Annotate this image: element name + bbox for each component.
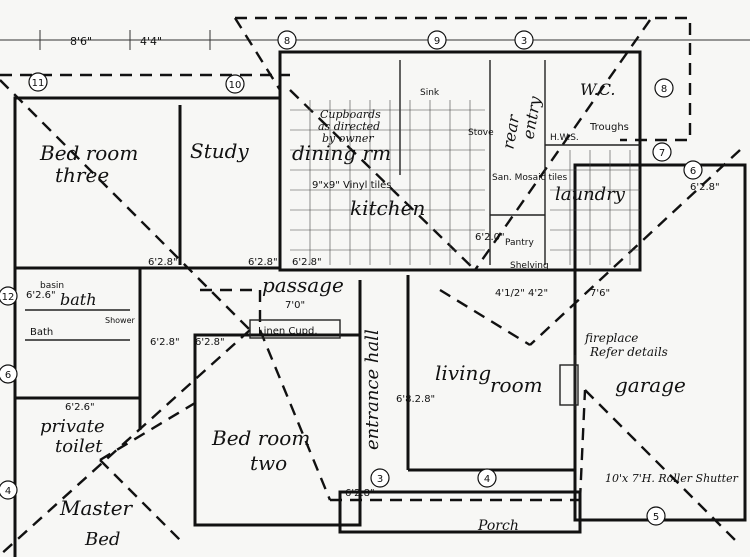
dim-porch: 6'2.8"	[345, 488, 375, 499]
dim-7-6: 7'6"	[590, 288, 610, 299]
marker-5: 5	[653, 512, 659, 523]
marker-11: 11	[32, 78, 45, 89]
label-master-bed: Bed	[84, 529, 120, 550]
label-bedroom-three-1: Bed room	[39, 141, 138, 165]
kitchen-tile-grid	[290, 100, 640, 265]
dim-garage: 6'2.8"	[690, 182, 720, 193]
label-bedroom-two-1: Bed room	[211, 426, 310, 450]
label-laundry: laundry	[555, 184, 626, 205]
dim-passage: 7'0"	[285, 300, 305, 311]
annotations: Cupboards as directed by owner 9"x9" Vin…	[105, 88, 739, 485]
marker-6a: 6	[690, 166, 696, 177]
marker-4b: 4	[484, 474, 490, 485]
marker-7: 7	[659, 148, 665, 159]
label-study: Study	[190, 139, 249, 163]
dim-6-2-6: 6'2.6"	[26, 290, 56, 301]
note-shower-1: Shower	[105, 316, 136, 325]
walls	[13, 50, 747, 557]
label-basin: basin	[40, 281, 64, 291]
note-sink: Sink	[420, 88, 440, 98]
marker-9: 9	[434, 36, 440, 47]
note-stove: Stove	[468, 128, 494, 138]
label-bath: bath	[60, 290, 97, 309]
marker-3b: 3	[377, 474, 383, 485]
dim-6-2-8-d: 6'2.8"	[150, 337, 180, 348]
label-passage: passage	[262, 273, 344, 297]
roof-outline	[0, 16, 741, 556]
note-linen: Linen Cupd.	[258, 326, 318, 337]
label-bath-small: Bath	[30, 327, 53, 338]
note-fireplace-2: Refer details	[589, 345, 668, 359]
label-bedroom-two-2: two	[250, 451, 287, 475]
dim-6-2-0: 6'2.0"	[475, 232, 505, 243]
note-mosaic: San. Mosaic tiles	[492, 173, 568, 183]
label-dining: dining rm	[292, 141, 391, 165]
grid-markers: 11 10 8 9 3 8 7 6 12 6 4 3 4 5	[0, 30, 703, 526]
dim-4-1-2: 4'1/2" 4'2"	[495, 288, 548, 299]
note-cupboards-2: as directed	[318, 120, 380, 133]
dim-6-2-8-c: 6'2.8"	[292, 257, 322, 268]
label-wc: W.C.	[580, 80, 616, 99]
note-troughs: Troughs	[589, 122, 629, 133]
note-roller-shutter: 10'x 7'H. Roller Shutter	[605, 472, 739, 485]
label-porch: Porch	[477, 518, 519, 534]
note-shelving: Shelving	[510, 261, 549, 271]
label-master: Master	[59, 496, 134, 520]
marker-8a: 8	[284, 36, 290, 47]
dimension-labels: 6'2.8" 6'2.8" 6'2.8" 6'2.6" 6'2.8" 6'2.8…	[26, 182, 720, 499]
note-cupboards-3: by owner	[322, 132, 374, 145]
note-cupboards-1: Cupboards	[320, 108, 381, 121]
dim-6-2-8-e: 6'2.8"	[195, 337, 225, 348]
label-kitchen: kitchen	[350, 196, 425, 220]
label-entry: entry	[518, 94, 544, 140]
marker-10: 10	[229, 80, 242, 91]
dim-top-a: 8'6"	[70, 35, 92, 48]
marker-12: 12	[2, 292, 15, 303]
top-dimension-ruler: 8'6" 4'4"	[0, 30, 750, 50]
note-hws: H.W.S.	[550, 133, 579, 143]
marker-3a: 3	[521, 36, 527, 47]
label-living-1: living	[435, 361, 491, 385]
label-garage: garage	[615, 373, 686, 397]
label-entrance-hall: entrance hall	[362, 329, 383, 450]
dim-6-2-6-b: 6'2.6"	[65, 402, 95, 413]
label-bedroom-three-2: three	[55, 163, 109, 187]
label-private: private	[40, 416, 105, 437]
marker-4a: 4	[5, 486, 11, 497]
note-vinyl: 9"x9" Vinyl tiles	[312, 180, 391, 191]
room-labels: Bed room three Study dining rm kitchen r…	[30, 80, 686, 550]
note-fireplace-1: fireplace	[584, 331, 638, 345]
label-living-2: room	[490, 373, 543, 397]
dim-6-2-8-a: 6'2.8"	[148, 257, 178, 268]
dim-6-2-8-b: 6'2.8"	[248, 257, 278, 268]
note-pantry: Pantry	[505, 238, 534, 248]
dim-top-b: 4'4"	[140, 35, 162, 48]
dim-hall: 6'8.2.8"	[396, 394, 435, 405]
label-toilet: toilet	[55, 436, 103, 457]
marker-8b: 8	[661, 84, 667, 95]
marker-6b: 6	[5, 370, 11, 381]
